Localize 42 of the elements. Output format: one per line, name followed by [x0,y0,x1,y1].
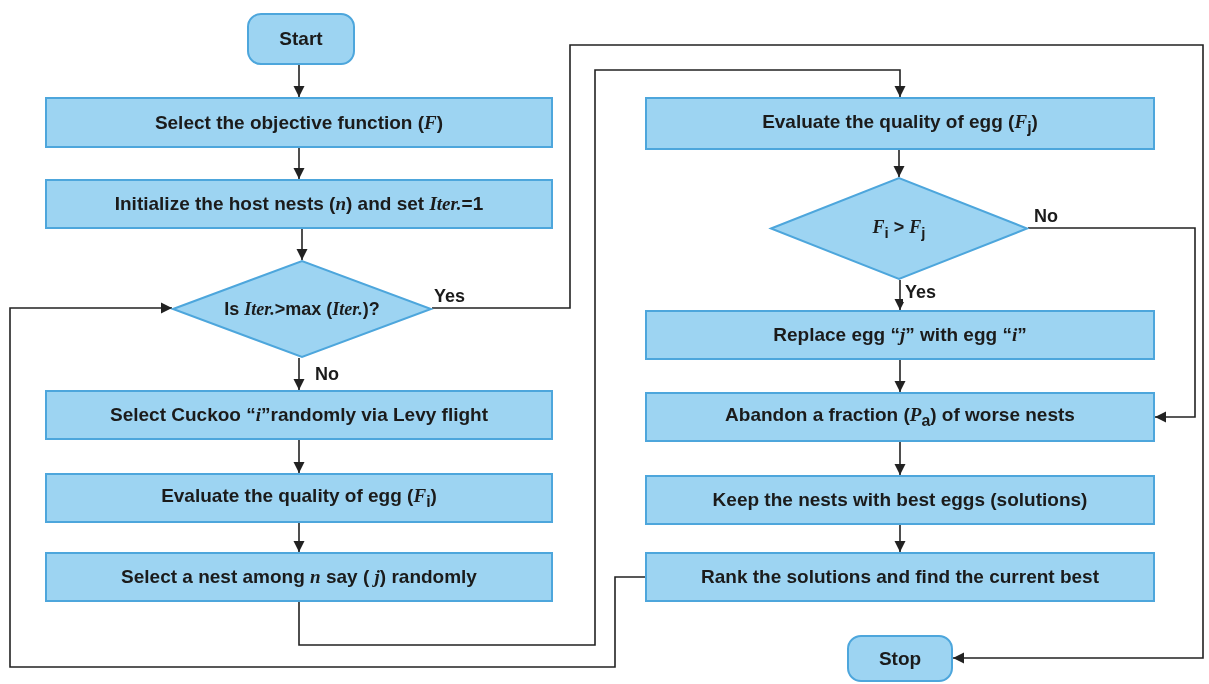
terminal-box [847,635,953,682]
arrow [894,279,906,311]
node-text: Select the objective function (F) [154,111,444,134]
node-text: Is Iter.>max (Iter.)? [224,298,380,320]
arrow [894,524,906,553]
node-text: Select a nest among n say ( j) randomly [121,566,477,588]
node-text: Replace egg “j” with egg “i” [773,324,1027,346]
node-text: Select Cuckoo “i”randomly via Levy flight [110,404,488,426]
process-box [645,552,1155,602]
process-box [45,552,553,602]
process-box [645,392,1155,442]
arrow [293,522,305,553]
arrow [431,44,1204,664]
arrow [1027,227,1196,423]
arrow [293,357,305,391]
arrow [296,228,308,261]
process-box [45,473,553,523]
process-box [645,475,1155,525]
arrow [894,359,906,393]
process-box [645,97,1155,150]
arrow [293,439,305,474]
node-text: Initialize the host nests (n) and set Iter.=1 [114,193,484,215]
process-box [645,310,1155,360]
arrow [293,64,305,98]
node-text: Keep the nests with best eggs (solutions) [712,489,1088,511]
arrow [293,147,305,180]
node-text: Rank the solutions and find the current best [701,566,1099,588]
process-box [45,97,553,148]
node-text: Evaluate the quality of egg (F$_{j}$) [762,110,1038,137]
arrow [298,69,906,646]
process-box [45,179,553,229]
node-text: Abandon a fraction (P$_{a}$) of worse nests [725,404,1075,430]
node-text: Evaluate the quality of egg (F$_{i}$) [161,485,437,511]
node-text: Start [279,28,323,50]
terminal-box [247,13,355,65]
node-text: Stop [878,647,922,670]
arrow [894,441,906,476]
edge-label: Yes [903,282,939,302]
arrow [9,302,646,668]
arrow [893,149,905,178]
process-box [45,390,553,440]
node-text: F$_{i}$ > F$_{j}$ [872,216,926,241]
